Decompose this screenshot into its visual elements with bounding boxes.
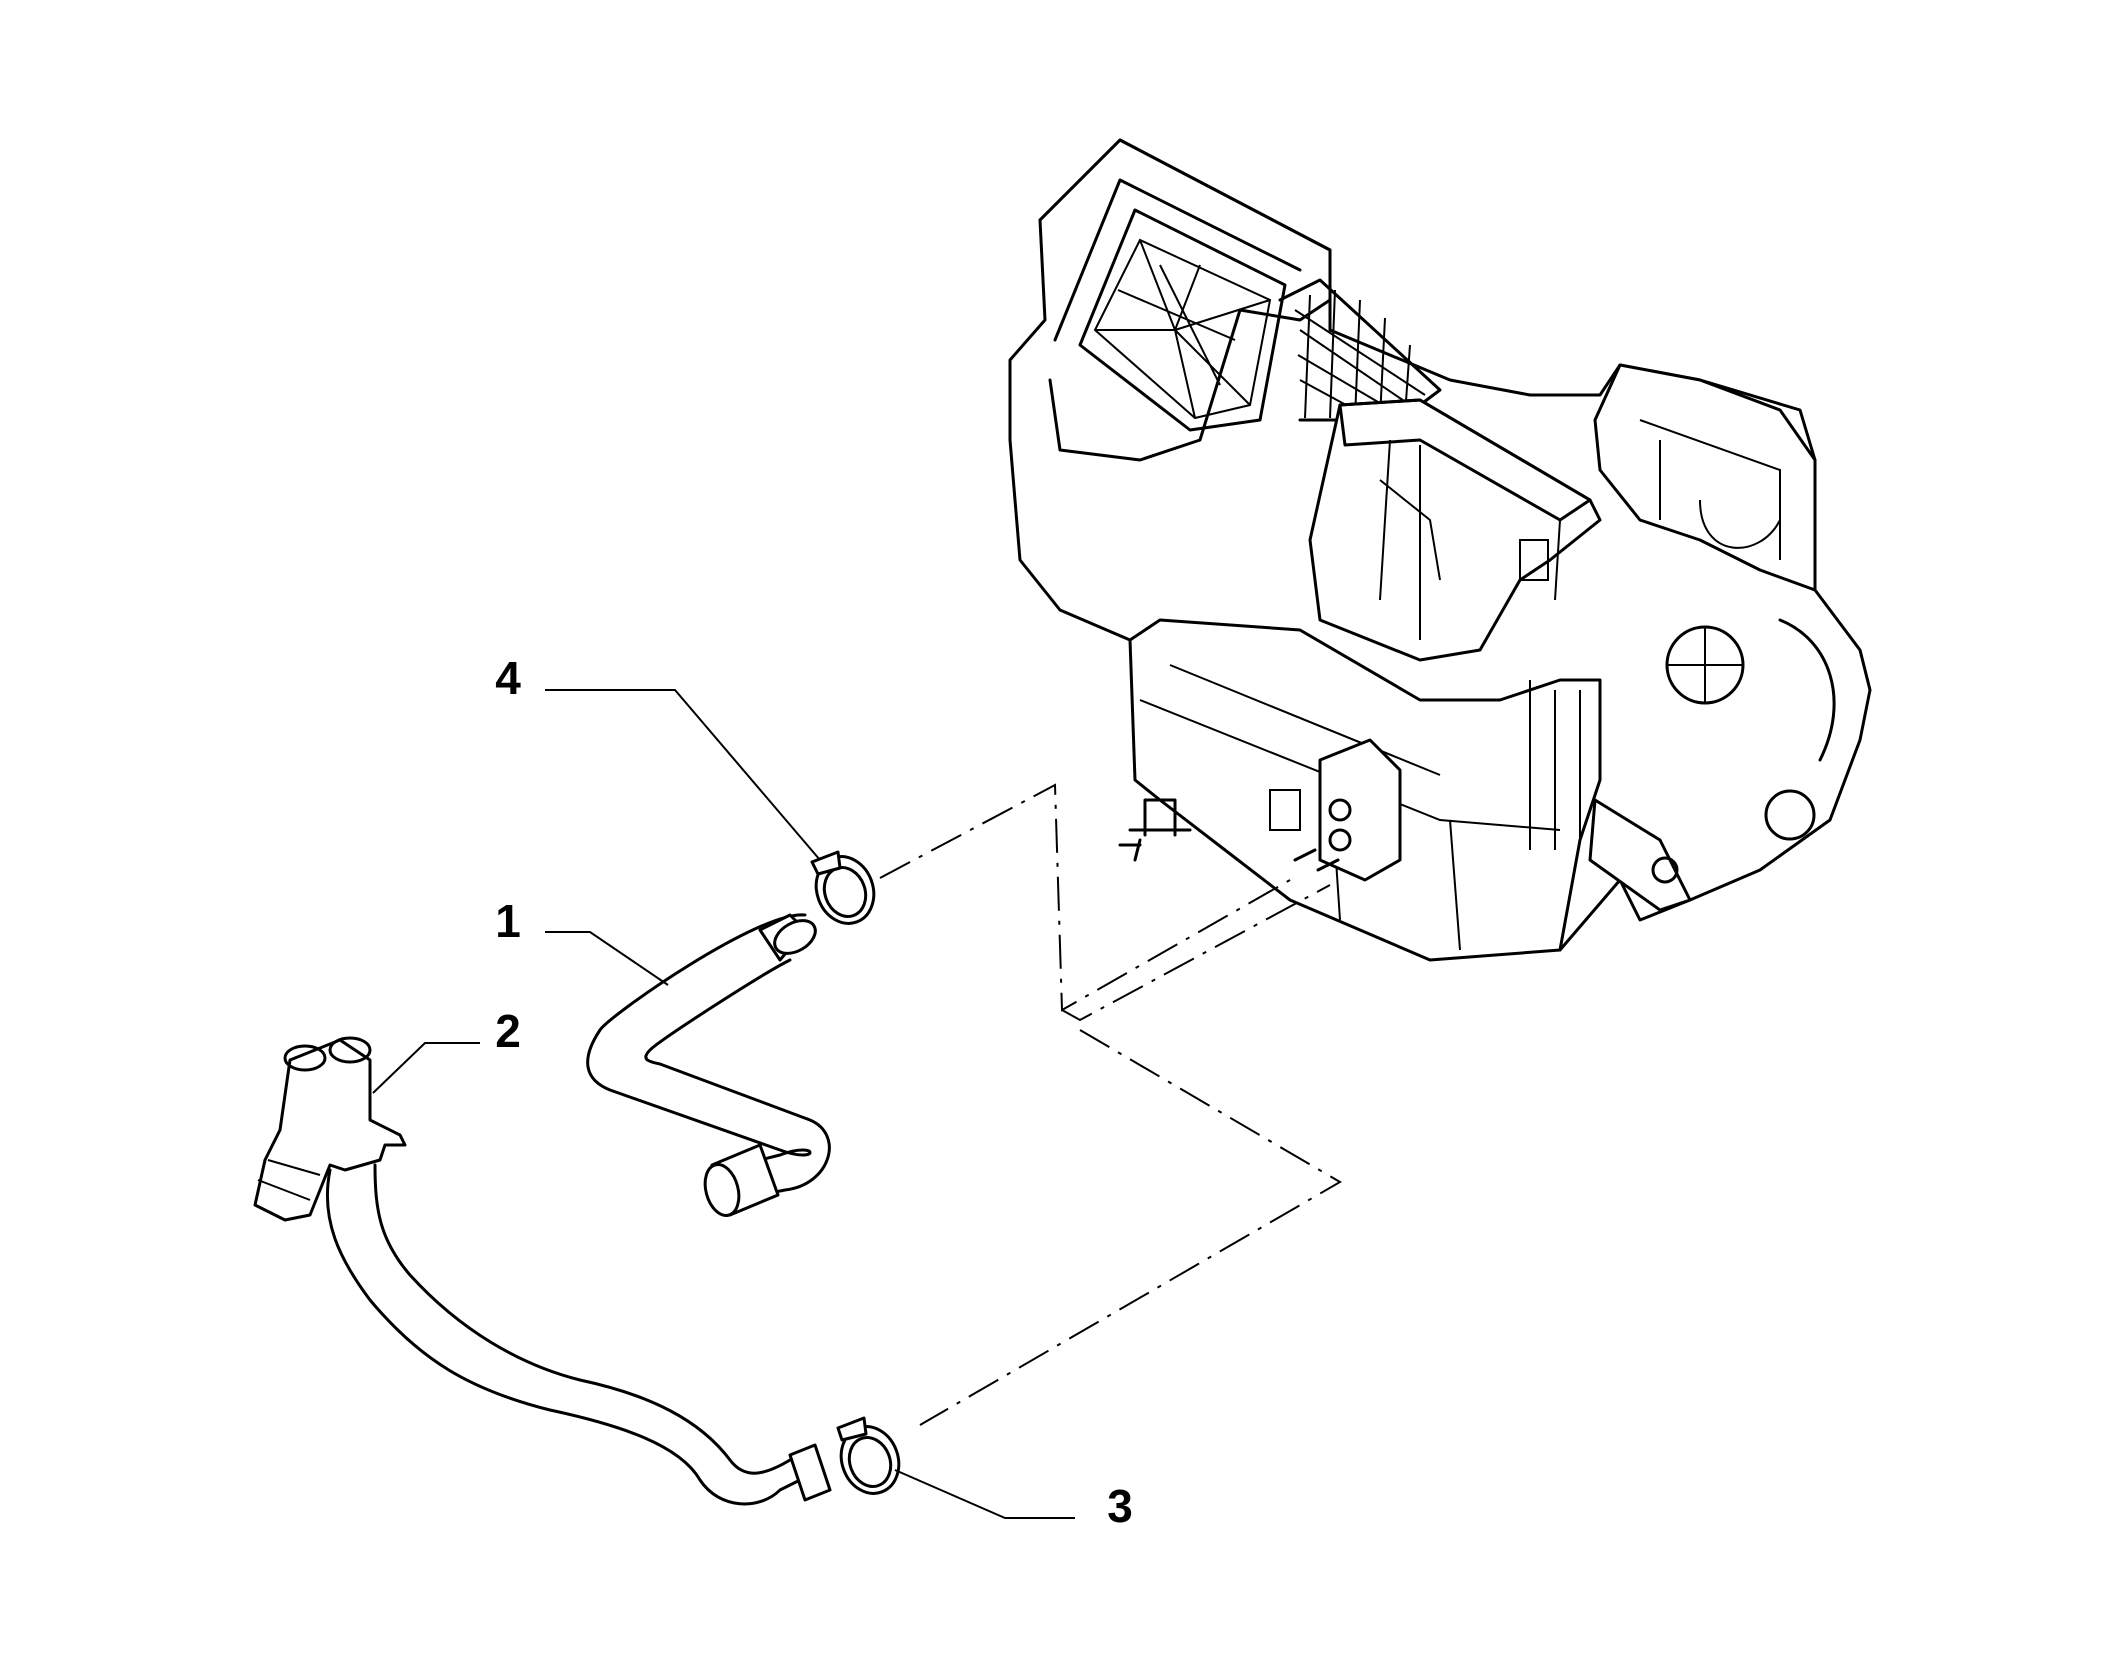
- hose-clamp-part-4: [810, 850, 876, 925]
- filter-housing: [1308, 398, 1602, 662]
- callout-number-2: 2: [495, 1005, 521, 1057]
- hose-part-1: [586, 913, 831, 1217]
- blower-motor-housing: [1593, 363, 1836, 841]
- heater-core-connector: [1118, 738, 1402, 882]
- intake-grille: [1093, 238, 1272, 420]
- callout-number-4: 4: [495, 652, 521, 704]
- callout-number-3: 3: [1107, 1480, 1133, 1532]
- hose-clamp-part-3: [836, 1416, 901, 1495]
- assembly-centerlines: [879, 783, 1342, 1426]
- linkage-arm: [1588, 798, 1692, 912]
- hvac-heater-unit: [1008, 138, 1872, 962]
- callout-leaders: [372, 689, 1075, 1519]
- callout-number-1: 1: [495, 895, 521, 947]
- hose-part-2: [253, 1036, 832, 1506]
